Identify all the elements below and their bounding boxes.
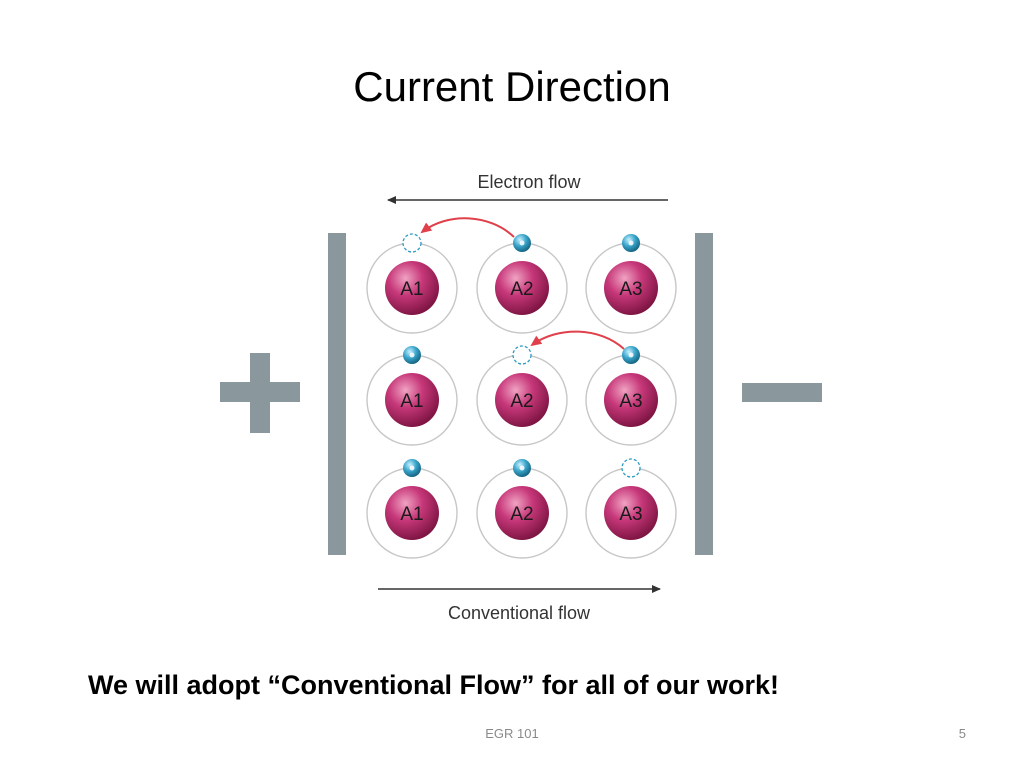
atom: A2 [476, 345, 568, 446]
electron-hole [621, 458, 641, 478]
transfer-arrow-row-1 [420, 217, 515, 238]
electron-hole [402, 233, 422, 253]
atom-label: A3 [619, 391, 642, 412]
atom-nucleus [495, 261, 549, 315]
atom-label: A3 [619, 279, 642, 300]
slide-title: Current Direction [353, 63, 671, 110]
electron-highlight [409, 465, 415, 471]
atom: A3 [585, 234, 677, 334]
atom: A2 [476, 459, 568, 559]
atom-nucleus [604, 486, 658, 540]
atom-label: A1 [400, 279, 423, 300]
atom: A1 [366, 233, 458, 334]
atom-nucleus [385, 261, 439, 315]
positive-plate [328, 233, 346, 555]
atom-label: A1 [400, 504, 423, 525]
electron-hole [512, 345, 532, 365]
atom: A3 [585, 346, 677, 446]
electron-highlight [519, 240, 525, 246]
atom-nucleus [604, 261, 658, 315]
electron-highlight [409, 352, 415, 358]
negative-plate [695, 233, 713, 555]
atom-label: A3 [619, 504, 642, 525]
atom: A2 [476, 234, 568, 334]
atom-nucleus [385, 486, 439, 540]
plus-sign-icon [220, 353, 300, 433]
atom-nucleus [604, 373, 658, 427]
footer-course: EGR 101 [485, 726, 539, 741]
atom: A1 [366, 346, 458, 446]
atom-nucleus [495, 373, 549, 427]
conventional-flow-statement: We will adopt “Conventional Flow” for al… [88, 670, 780, 700]
atom-label: A1 [400, 391, 423, 412]
minus-sign-icon [742, 383, 822, 402]
electron-highlight [628, 240, 634, 246]
atom-label: A2 [510, 279, 533, 300]
atom-nucleus [385, 373, 439, 427]
atom-label: A2 [510, 391, 533, 412]
electron-highlight [519, 465, 525, 471]
atom: A3 [585, 458, 677, 559]
atom: A1 [366, 459, 458, 559]
atom-nucleus [495, 486, 549, 540]
conventional-flow-label: Conventional flow [448, 603, 591, 623]
transfer-arrow-row-2 [530, 330, 625, 350]
electron-highlight [628, 352, 634, 358]
atom-label: A2 [510, 504, 533, 525]
electron-flow-label: Electron flow [477, 172, 581, 192]
page-number: 5 [958, 726, 966, 741]
